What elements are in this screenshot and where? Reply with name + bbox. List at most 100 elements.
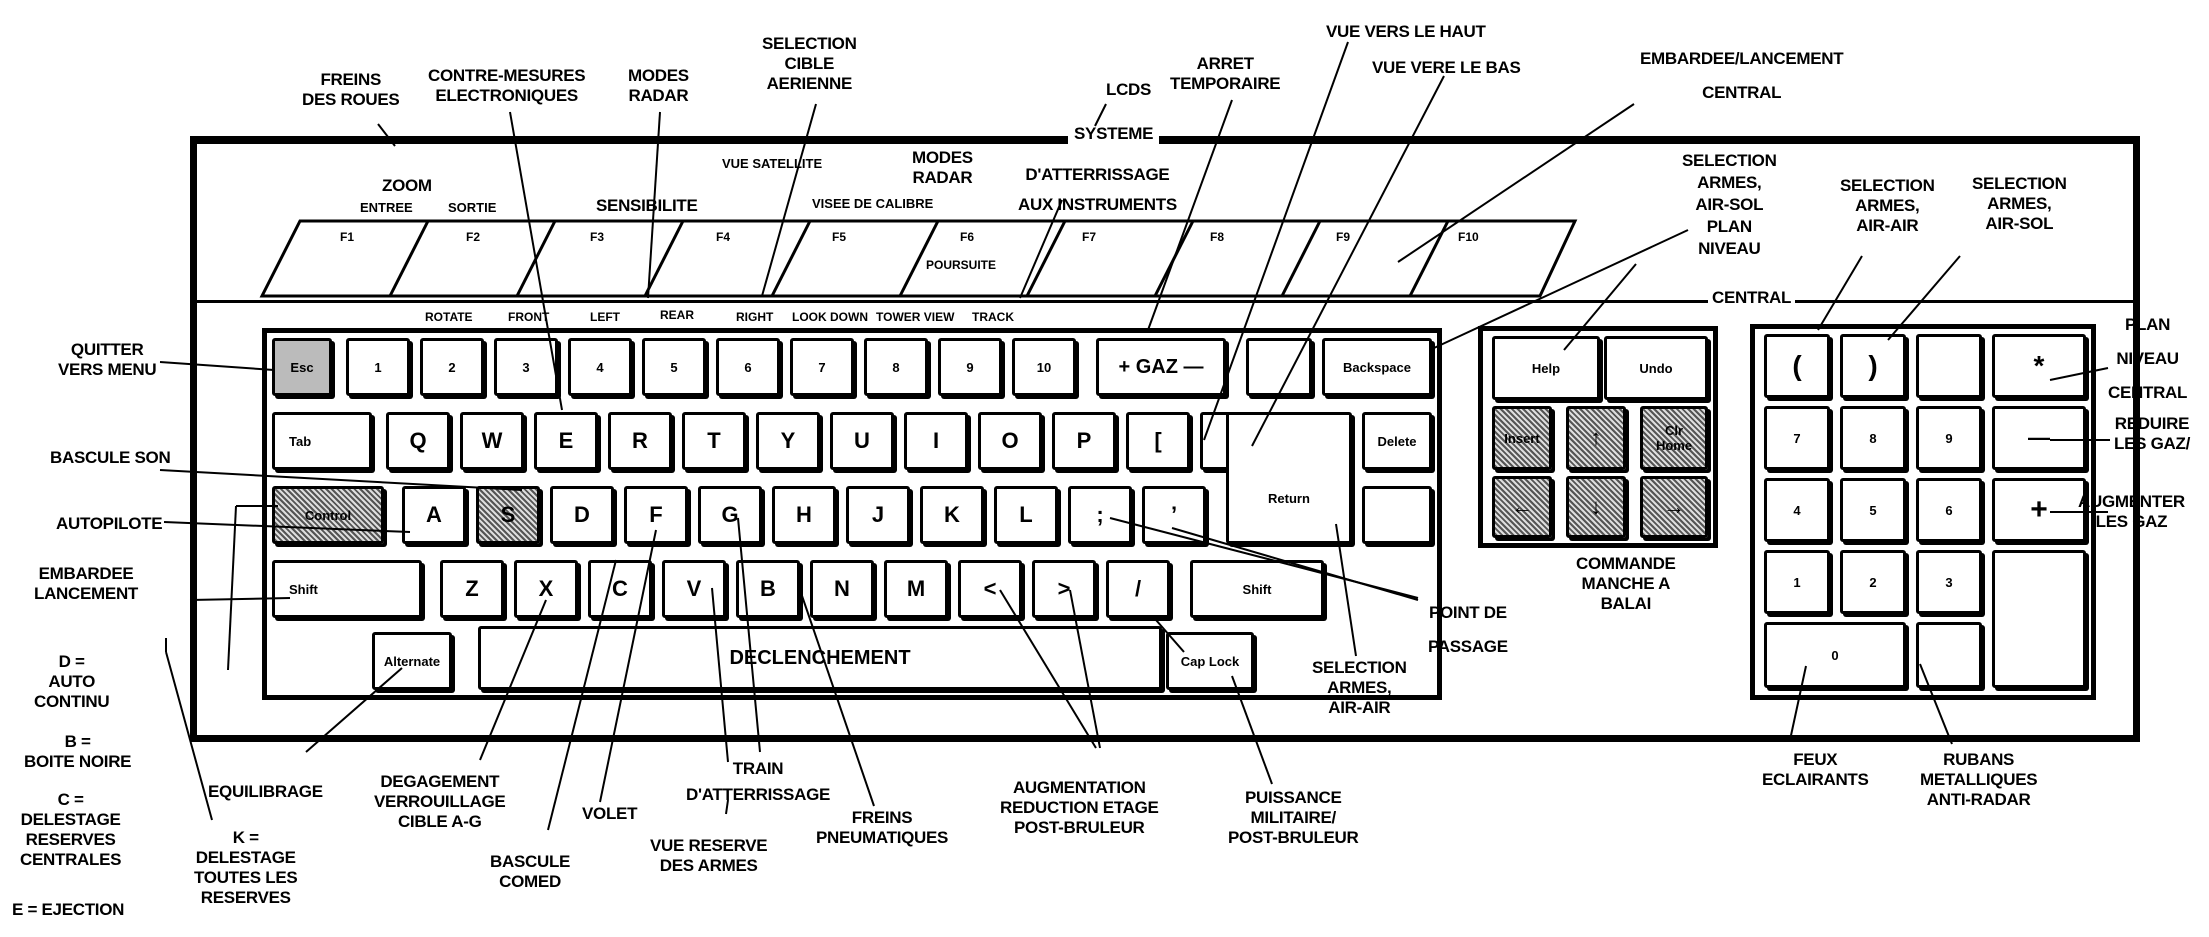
key-blank-right[interactable] bbox=[1362, 486, 1432, 544]
key-control[interactable]: Control bbox=[272, 486, 384, 544]
label-zoom: ZOOM bbox=[382, 176, 432, 195]
key-n[interactable]: N bbox=[810, 560, 874, 618]
key-4[interactable]: 4 bbox=[568, 338, 632, 396]
key-bracket-left[interactable]: [ bbox=[1126, 412, 1190, 470]
key-z[interactable]: Z bbox=[440, 560, 504, 618]
fkey-f10[interactable]: F10 bbox=[1458, 230, 1479, 244]
key-g[interactable]: G bbox=[698, 486, 762, 544]
key-arrow-left[interactable]: ← bbox=[1492, 476, 1552, 538]
key-5[interactable]: 5 bbox=[642, 338, 706, 396]
key-i[interactable]: I bbox=[904, 412, 968, 470]
key-arrow-right[interactable]: → bbox=[1640, 476, 1708, 538]
fkey-f8[interactable]: F8 bbox=[1210, 230, 1225, 244]
callout-degagement: DEGAGEMENT VERROUILLAGE CIBLE A-G bbox=[374, 772, 506, 831]
key-u[interactable]: U bbox=[830, 412, 894, 470]
callout-freins-roues: FREINS DES ROUES bbox=[302, 70, 400, 109]
fkey-f2[interactable]: F2 bbox=[466, 230, 481, 244]
key-esc[interactable]: Esc bbox=[272, 338, 332, 396]
numpad-8[interactable]: 8 bbox=[1840, 406, 1906, 470]
key-6[interactable]: 6 bbox=[716, 338, 780, 396]
key-backspace[interactable]: Backspace bbox=[1322, 338, 1432, 396]
key-7[interactable]: 7 bbox=[790, 338, 854, 396]
key-y[interactable]: Y bbox=[756, 412, 820, 470]
view-rear: REAR bbox=[660, 308, 695, 322]
key-1[interactable]: 1 bbox=[346, 338, 410, 396]
key-arrow-up[interactable]: ↑ bbox=[1566, 406, 1626, 470]
key-shift-right[interactable]: Shift bbox=[1190, 560, 1324, 618]
key-9[interactable]: 9 bbox=[938, 338, 1002, 396]
key-gaz[interactable]: + GAZ — bbox=[1096, 338, 1226, 396]
view-look-down: LOOK DOWN bbox=[792, 310, 868, 324]
key-semicolon[interactable]: ; bbox=[1068, 486, 1132, 544]
fkey-f5[interactable]: F5 bbox=[832, 230, 847, 244]
label-sortie: SORTIE bbox=[448, 200, 497, 215]
numpad-minus[interactable]: — bbox=[1992, 406, 2086, 470]
key-return[interactable]: Return bbox=[1226, 412, 1352, 544]
numpad-paren-left[interactable]: ( bbox=[1764, 334, 1830, 398]
key-v[interactable]: V bbox=[662, 560, 726, 618]
key-t[interactable]: T bbox=[682, 412, 746, 470]
numpad-3[interactable]: 3 bbox=[1916, 550, 1982, 614]
key-arrow-down[interactable]: ↓ bbox=[1566, 476, 1626, 538]
key-10[interactable]: 10 bbox=[1012, 338, 1076, 396]
fkey-f7[interactable]: F7 bbox=[1082, 230, 1097, 244]
numpad-star[interactable]: * bbox=[1992, 334, 2086, 398]
key-e[interactable]: E bbox=[534, 412, 598, 470]
key-slash[interactable]: / bbox=[1106, 560, 1170, 618]
view-tower-view: TOWER VIEW bbox=[876, 310, 955, 324]
numpad-blank[interactable] bbox=[1916, 334, 1982, 398]
key-j[interactable]: J bbox=[846, 486, 910, 544]
fkey-f1[interactable]: F1 bbox=[340, 230, 355, 244]
fkey-f3[interactable]: F3 bbox=[590, 230, 605, 244]
key-o[interactable]: O bbox=[978, 412, 1042, 470]
fkey-f9[interactable]: F9 bbox=[1336, 230, 1351, 244]
key-help[interactable]: Help bbox=[1492, 336, 1600, 400]
fkey-f6[interactable]: F6 bbox=[960, 230, 975, 244]
key-q[interactable]: Q bbox=[386, 412, 450, 470]
key-s[interactable]: S bbox=[476, 486, 540, 544]
key-8[interactable]: 8 bbox=[864, 338, 928, 396]
key-caps-lock[interactable]: Cap Lock bbox=[1166, 632, 1254, 690]
callout-rubans: RUBANS METALLIQUES ANTI-RADAR bbox=[1920, 750, 2038, 809]
numpad-plus[interactable]: + bbox=[1992, 478, 2086, 542]
key-alternate[interactable]: Alternate bbox=[372, 632, 452, 690]
key-p[interactable]: P bbox=[1052, 412, 1116, 470]
key-b[interactable]: B bbox=[736, 560, 800, 618]
numpad-7[interactable]: 7 bbox=[1764, 406, 1830, 470]
key-l[interactable]: L bbox=[994, 486, 1058, 544]
key-w[interactable]: W bbox=[460, 412, 524, 470]
callout-modes-radar-2: MODES RADAR bbox=[912, 148, 973, 187]
key-x[interactable]: X bbox=[514, 560, 578, 618]
key-tab[interactable]: Tab bbox=[272, 412, 372, 470]
numpad-0[interactable]: 0 bbox=[1764, 622, 1906, 688]
key-insert[interactable]: Insert bbox=[1492, 406, 1552, 470]
key-a[interactable]: A bbox=[402, 486, 466, 544]
numpad-dot[interactable] bbox=[1916, 622, 1982, 688]
key-delete[interactable]: Delete bbox=[1362, 412, 1432, 470]
key-m[interactable]: M bbox=[884, 560, 948, 618]
key-3[interactable]: 3 bbox=[494, 338, 558, 396]
numpad-6[interactable]: 6 bbox=[1916, 478, 1982, 542]
key-d[interactable]: D bbox=[550, 486, 614, 544]
fkey-f4[interactable]: F4 bbox=[716, 230, 731, 244]
numpad-9[interactable]: 9 bbox=[1916, 406, 1982, 470]
key-undo[interactable]: Undo bbox=[1604, 336, 1708, 400]
numpad-4[interactable]: 4 bbox=[1764, 478, 1830, 542]
callout-vue-haut: VUE VERS LE HAUT bbox=[1326, 22, 1486, 41]
key-shift-left[interactable]: Shift bbox=[272, 560, 422, 618]
callout-arret: ARRET TEMPORAIRE bbox=[1170, 54, 1281, 93]
numpad-enter[interactable] bbox=[1992, 550, 2086, 688]
numpad-2[interactable]: 2 bbox=[1840, 550, 1906, 614]
numpad-5[interactable]: 5 bbox=[1840, 478, 1906, 542]
numpad-paren-right[interactable]: ) bbox=[1840, 334, 1906, 398]
key-r[interactable]: R bbox=[608, 412, 672, 470]
key-c[interactable]: C bbox=[588, 560, 652, 618]
key-h[interactable]: H bbox=[772, 486, 836, 544]
numpad-1[interactable]: 1 bbox=[1764, 550, 1830, 614]
key-2[interactable]: 2 bbox=[420, 338, 484, 396]
key-greater[interactable]: > bbox=[1032, 560, 1096, 618]
key-clr-home[interactable]: Clr Home bbox=[1640, 406, 1708, 470]
callout-puissance: PUISSANCE MILITAIRE/ POST-BRULEUR bbox=[1228, 788, 1359, 847]
key-k[interactable]: K bbox=[920, 486, 984, 544]
